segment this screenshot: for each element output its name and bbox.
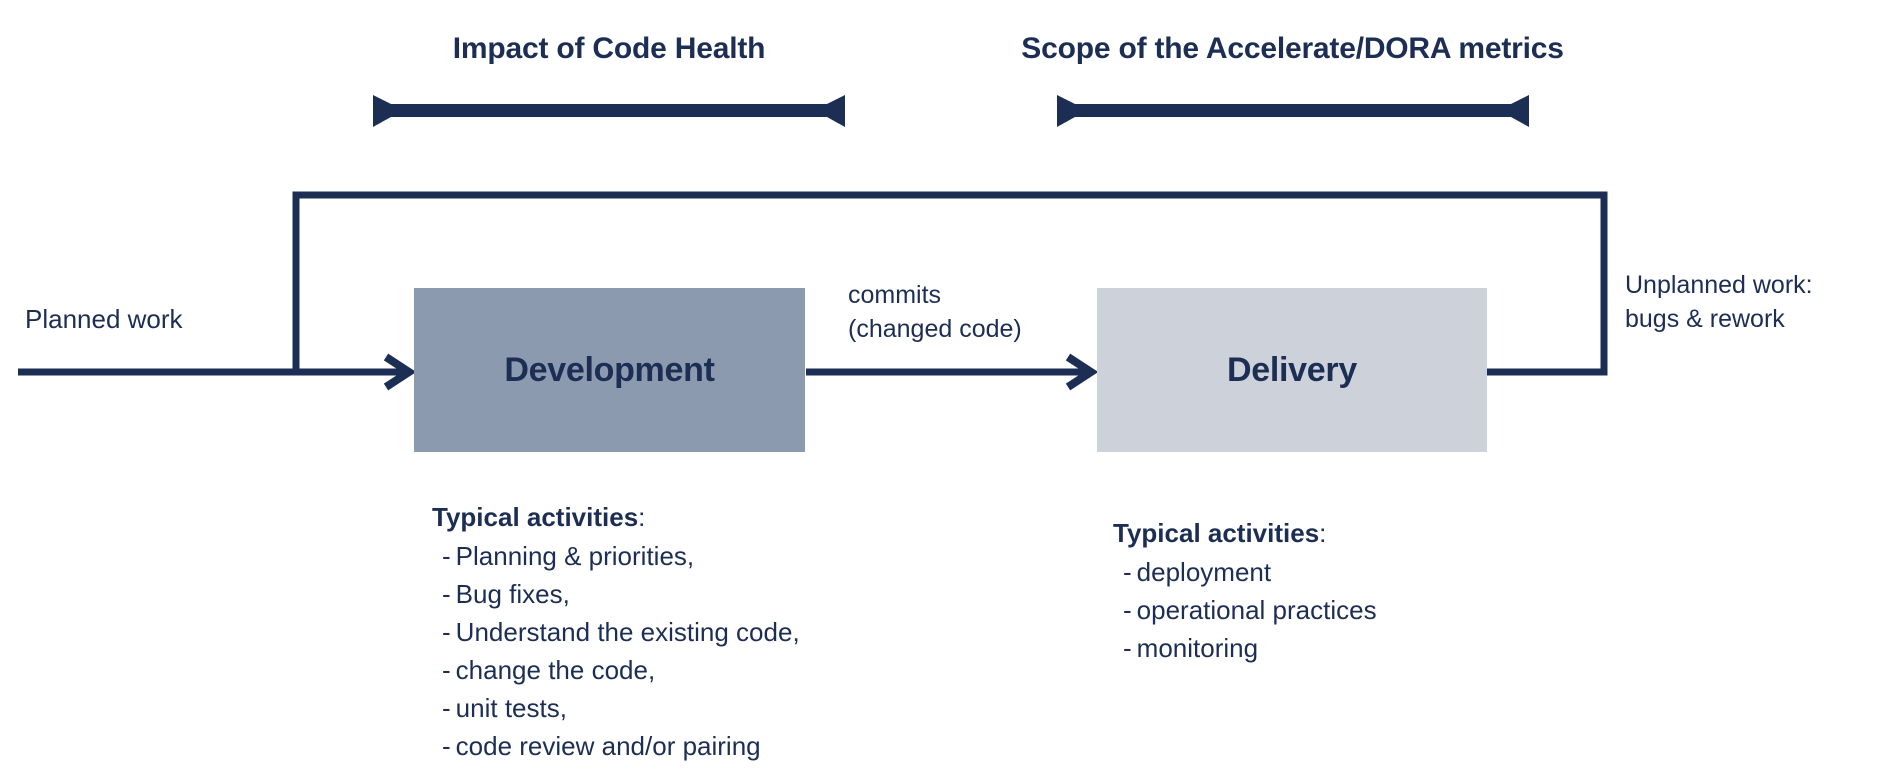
planned-work-arrow [18, 353, 417, 391]
activities-delivery-heading-colon: : [1319, 518, 1327, 548]
bullet-dash-icon: - [442, 617, 451, 647]
section-title-scope-of-dora-metrics: Scope of the Accelerate/DORA metrics [1021, 32, 1564, 65]
list-item-label: operational practices [1136, 595, 1377, 625]
list-item-label: monitoring [1136, 633, 1259, 663]
activities-delivery-heading-text: Typical activities [1113, 518, 1320, 548]
label-commits-changed-code: commits (changed code) [848, 281, 1022, 343]
list-item: -code review and/or pairing [442, 727, 800, 765]
process-box-delivery[interactable]: Delivery [1097, 288, 1487, 452]
label-unplanned-work-bugs-rework: Unplanned work: bugs & rework [1625, 271, 1813, 333]
bullet-dash-icon: - [1123, 557, 1132, 587]
list-item: -Understand the existing code, [442, 613, 800, 651]
label-planned-work: Planned work [25, 304, 183, 334]
list-item-label: unit tests, [455, 693, 567, 723]
list-item-label: Bug fixes, [455, 579, 570, 609]
activities-development: Typical activities: -Planning & prioriti… [432, 498, 800, 765]
activities-delivery-list: -deployment -operational practices -moni… [1113, 553, 1377, 667]
activities-development-list: -Planning & priorities, -Bug fixes, -Und… [432, 537, 800, 765]
list-item: -Planning & priorities, [442, 537, 800, 575]
bullet-dash-icon: - [442, 541, 451, 571]
bullet-dash-icon: - [442, 655, 451, 685]
process-box-development-label: Development [504, 350, 715, 389]
list-item-label: deployment [1136, 557, 1272, 587]
process-box-development[interactable]: Development [414, 288, 805, 452]
list-item: -Bug fixes, [442, 575, 800, 613]
commits-arrow [806, 353, 1099, 391]
activities-development-heading-text: Typical activities [432, 502, 639, 532]
activities-delivery-heading: Typical activities: [1113, 514, 1377, 552]
list-item: -change the code, [442, 651, 800, 689]
list-item-label: Understand the existing code, [455, 617, 800, 647]
span-arrow-code-health-icon [373, 95, 845, 127]
activities-development-heading: Typical activities: [432, 498, 800, 536]
list-item: -deployment [1123, 553, 1377, 591]
bullet-dash-icon: - [1123, 633, 1132, 663]
list-item: -operational practices [1123, 591, 1377, 629]
activities-delivery: Typical activities: -deployment -operati… [1113, 514, 1377, 667]
list-item-label: Planning & priorities, [455, 541, 695, 571]
bullet-dash-icon: - [442, 579, 451, 609]
activities-development-heading-colon: : [638, 502, 646, 532]
span-arrow-dora-icon [1057, 95, 1529, 127]
section-title-impact-of-code-health: Impact of Code Health [452, 32, 766, 65]
list-item: -monitoring [1123, 629, 1377, 667]
bullet-dash-icon: - [442, 731, 451, 761]
process-box-delivery-label: Delivery [1227, 350, 1357, 389]
bullet-dash-icon: - [442, 693, 451, 723]
list-item-label: change the code, [455, 655, 656, 685]
list-item: -unit tests, [442, 689, 800, 727]
bullet-dash-icon: - [1123, 595, 1132, 625]
list-item-label: code review and/or pairing [455, 731, 761, 761]
